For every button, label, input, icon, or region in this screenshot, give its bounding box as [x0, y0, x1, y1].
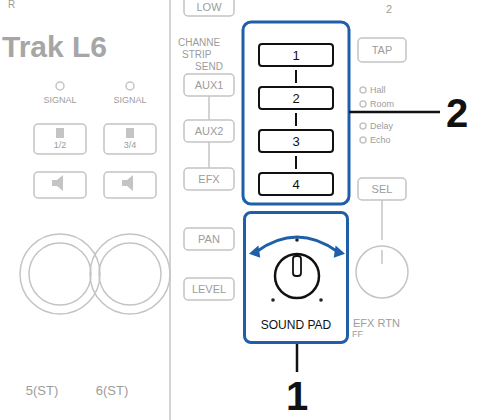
arrow-head — [330, 243, 345, 257]
panel-line — [381, 200, 383, 240]
channel-knob — [99, 243, 161, 305]
panel-button — [184, 278, 234, 300]
signal-led — [126, 82, 134, 90]
panel-text: STRIP — [182, 50, 211, 60]
highlight-frame — [243, 22, 349, 204]
product-name: Trak L6 — [2, 32, 107, 62]
sound-pad-knob — [275, 254, 319, 298]
channel-knob — [29, 243, 91, 305]
effect-led — [360, 101, 366, 107]
usb-icon — [126, 128, 134, 138]
divider — [169, 0, 171, 420]
usb-button — [34, 124, 86, 154]
panel-button — [184, 0, 234, 16]
panel-text: Room — [370, 100, 394, 109]
scale-dot — [295, 238, 299, 242]
knob-pointer — [381, 250, 383, 264]
panel-text: EFX — [198, 174, 219, 185]
pad-button: 4 — [258, 172, 334, 196]
button-number: 4 — [292, 178, 299, 191]
channel-number: 5(ST) — [26, 384, 59, 397]
scale-dot — [271, 298, 275, 302]
panel-text: FF — [352, 330, 363, 339]
panel-button — [184, 120, 234, 142]
panel-text: R — [8, 0, 15, 10]
panel-text: 3/4 — [124, 141, 137, 150]
panel-text: SIGNAL — [43, 96, 76, 105]
panel-button — [358, 178, 406, 200]
panel-text: AUX1 — [195, 80, 224, 91]
connector-line — [295, 156, 297, 169]
signal-led — [56, 82, 64, 90]
turn-arrow — [256, 237, 338, 252]
panel-text: EFX RTN — [353, 318, 400, 329]
usb-icon — [56, 128, 64, 138]
panel-button — [358, 38, 406, 62]
channel-knob — [90, 234, 170, 314]
panel-text: SIGNAL — [113, 96, 146, 105]
effect-led — [360, 137, 366, 143]
effect-led — [360, 87, 366, 93]
connector-line — [295, 113, 297, 126]
connector-line — [295, 70, 297, 83]
panel-text: PAN — [198, 234, 220, 245]
panel-line — [208, 142, 210, 168]
panel-line — [208, 96, 210, 120]
pad-button: 1 — [258, 43, 334, 67]
panel-text: CHANNE — [178, 38, 220, 48]
pad-button: 3 — [258, 129, 334, 153]
leader-line — [349, 111, 440, 114]
control-name: SOUND PAD — [261, 319, 331, 331]
mute-button — [104, 172, 156, 198]
button-number: 3 — [292, 135, 299, 148]
panel-text: SEND — [195, 62, 223, 72]
panel-text: 1/2 — [54, 141, 67, 150]
effect-led — [360, 123, 366, 129]
callout-number: 2 — [446, 93, 468, 133]
panel-button — [184, 74, 234, 96]
usb-button — [104, 124, 156, 154]
leader-line — [296, 344, 299, 372]
knob-ground — [243, 211, 349, 344]
panel-button — [184, 228, 234, 250]
panel-button — [184, 168, 234, 190]
panel-text: SEL — [372, 184, 393, 195]
panel-text: AUX2 — [195, 126, 224, 137]
channel-number: 6(ST) — [96, 384, 129, 397]
button-number: 2 — [292, 92, 299, 105]
callout-number: 1 — [286, 376, 308, 416]
panel-text: 2 — [386, 4, 392, 15]
pad-button: 2 — [258, 86, 334, 110]
button-number: 1 — [292, 49, 299, 62]
panel-text: Echo — [370, 136, 391, 145]
mute-icon — [52, 175, 63, 191]
highlight-frame: SOUND PAD — [243, 211, 349, 344]
arrow-head — [249, 243, 264, 257]
panel-text: LEVEL — [192, 284, 226, 295]
scale-dot — [319, 298, 323, 302]
panel-text: Delay — [370, 122, 393, 131]
panel-text: Hall — [370, 86, 386, 95]
knob-pointer — [293, 256, 301, 276]
panel-text: TAP — [372, 45, 393, 56]
efx-rtn-knob — [356, 246, 408, 298]
mute-button — [34, 172, 86, 198]
mute-icon — [122, 175, 133, 191]
panel-text: LOW — [196, 2, 221, 13]
channel-knob — [20, 234, 100, 314]
